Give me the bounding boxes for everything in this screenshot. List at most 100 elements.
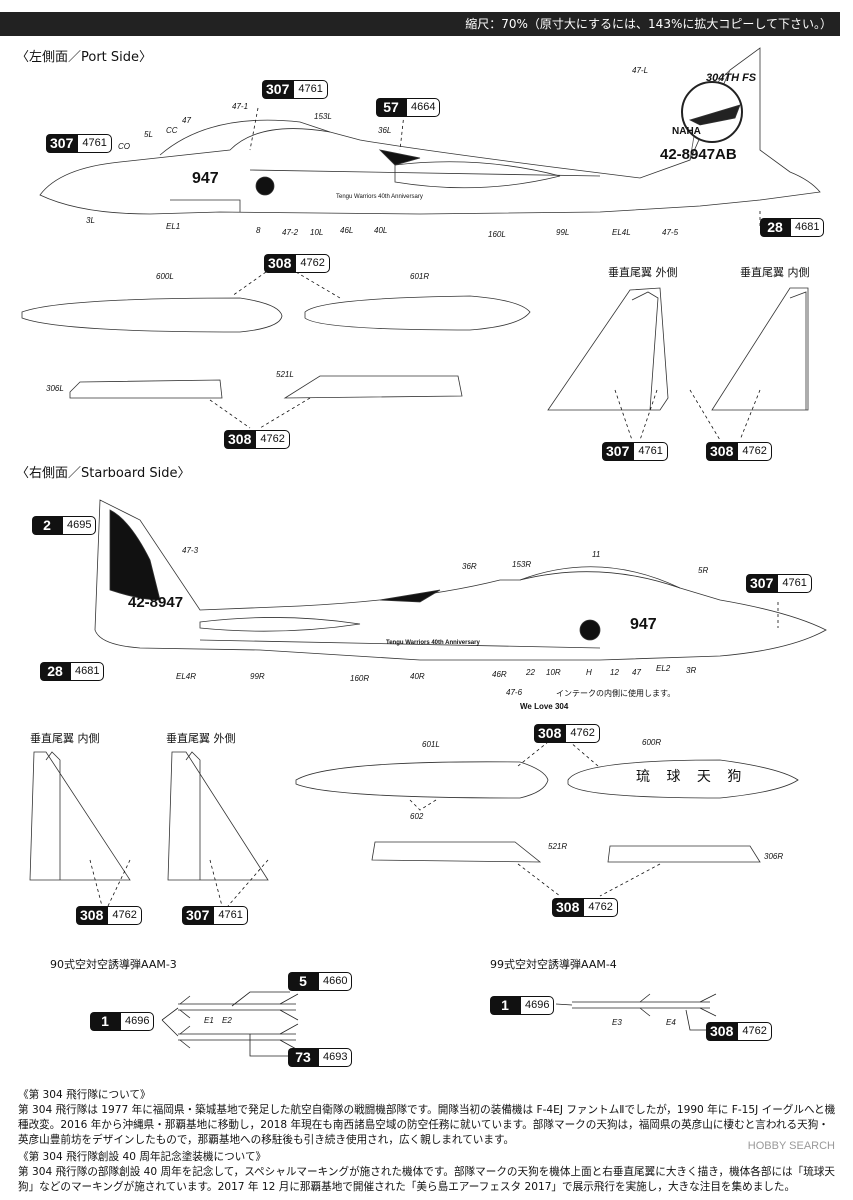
label-8: 8 <box>256 226 261 235</box>
starboard-tank-600R <box>567 759 799 799</box>
label-160R: 160R <box>350 674 370 683</box>
label-22: 22 <box>526 668 535 677</box>
note-paragraph-2: 第 304 飛行隊の部隊創設 40 周年を記念して，スペシャルマーキングが施され… <box>18 1166 836 1193</box>
port-tank-601R <box>304 295 531 331</box>
label-47-6: 47-6 <box>506 688 523 697</box>
label-46L: 46L <box>340 226 354 235</box>
label-36R: 36R <box>462 562 477 571</box>
label-CC: CC <box>166 126 178 135</box>
label-46R: 46R <box>492 670 507 679</box>
label-CO: CO <box>118 142 130 151</box>
starboard-tail-code: 42-8947 <box>128 594 184 611</box>
port-fuselage <box>39 47 821 215</box>
label-99R: 99R <box>250 672 265 681</box>
scale-note-bar: 縮尺：70%（原寸大にするには、143%に拡大コピーして下さい。） <box>0 12 840 36</box>
port-tail-base: NAHA <box>672 126 701 137</box>
label-47-1: 47-1 <box>232 102 249 111</box>
label-47-2: 47-2 <box>282 228 299 237</box>
label-5R: 5R <box>698 566 709 575</box>
port-tail-unit: 304TH FS <box>706 72 757 84</box>
label-EL2: EL2 <box>656 664 671 673</box>
label-EL4R: EL4R <box>176 672 197 681</box>
starboard-side-title: 〈右側面／Starboard Side〉 <box>16 466 191 481</box>
label-5L: 5L <box>144 130 153 139</box>
label-E3: E3 <box>612 1018 622 1027</box>
label-36L: 36L <box>378 126 392 135</box>
label-E4: E4 <box>666 1018 676 1027</box>
label-12: 12 <box>610 668 619 677</box>
label-10R: 10R <box>546 668 561 677</box>
port-tank-600L <box>21 297 283 333</box>
label-600L: 600L <box>156 272 174 281</box>
label-99L: 99L <box>556 228 570 237</box>
label-306L: 306L <box>46 384 64 393</box>
starboard-fin-inner <box>29 751 131 881</box>
label-160L: 160L <box>488 230 506 239</box>
label-EL1: EL1 <box>166 222 181 231</box>
label-602: 602 <box>410 812 424 821</box>
label-47-s: 47 <box>632 668 641 677</box>
label-40L: 40L <box>374 226 388 235</box>
label-521R: 521R <box>548 842 568 851</box>
label-601R: 601R <box>410 272 430 281</box>
tank-kanji: 琉 球 天 狗 <box>636 769 748 785</box>
label-47: 47 <box>182 116 191 125</box>
label-H: H <box>586 668 592 677</box>
label-3R: 3R <box>686 666 697 675</box>
starboard-tank-601L <box>295 761 549 799</box>
label-47L: 47-L <box>632 66 649 75</box>
label-3L: 3L <box>86 216 95 225</box>
starboard-fin-outer-title: 垂直尾翼 外側 <box>166 732 236 745</box>
label-40R: 40R <box>410 672 425 681</box>
label-10L: 10L <box>310 228 324 237</box>
label-306R: 306R <box>764 852 784 861</box>
aam3-title: 90式空対空誘導弾AAM-3 <box>50 958 177 971</box>
port-fin-outer-title: 垂直尾翼 外側 <box>608 266 678 279</box>
port-side-title: 〈左側面／Port Side〉 <box>16 50 153 65</box>
label-600R: 600R <box>642 738 662 747</box>
intake-text: We Love 304 <box>520 702 569 711</box>
aam3-missiles <box>161 991 299 1057</box>
port-nose-number: 947 <box>192 170 219 187</box>
label-521L: 521L <box>276 370 294 379</box>
port-fuselage-text: Tengu Warriors 40th Anniversary <box>336 194 423 200</box>
label-11: 11 <box>592 550 601 559</box>
label-E2: E2 <box>222 1016 232 1025</box>
watermark: HOBBY SEARCH <box>747 1140 835 1152</box>
intake-note: インテークの内側に使用します。 <box>556 689 676 698</box>
port-tail-code: 42-8947AB <box>660 146 737 163</box>
label-47-3: 47-3 <box>182 546 199 555</box>
note-heading-1: 《第 304 飛行隊について》 <box>18 1089 151 1101</box>
label-153L: 153L <box>314 112 332 121</box>
port-fin-outer <box>547 287 669 411</box>
note-heading-2: 《第 304 飛行隊創設 40 周年記念塗装機について》 <box>18 1151 267 1163</box>
label-601L: 601L <box>422 740 440 749</box>
port-fin-inner-title: 垂直尾翼 内側 <box>740 266 810 279</box>
note-paragraph-1: 第 304 飛行隊は 1977 年に福岡県・築城基地で発足した航空自衛隊の戦闘機… <box>18 1104 836 1146</box>
starboard-fuselage-text: Tengu Warriors 40th Anniversary <box>386 640 480 646</box>
label-47-5: 47-5 <box>662 228 679 237</box>
starboard-fin-inner-title: 垂直尾翼 内側 <box>30 732 100 745</box>
starboard-nose-number: 947 <box>630 616 657 633</box>
starboard-fuselage <box>94 499 827 661</box>
